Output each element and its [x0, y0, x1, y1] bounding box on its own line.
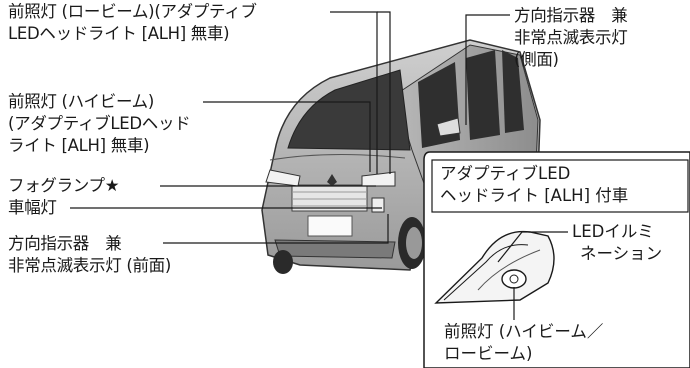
low-beam-label-line2: LEDヘッドライト [ALH] 無車) — [8, 24, 230, 43]
low-beam-label-line1: 前照灯 (ロービーム)(アダプティブ — [8, 2, 257, 21]
side-turn-signal-label-line1: 方向指示器 兼 — [514, 6, 628, 25]
inset-headlamp-label-line2: ロービーム) — [444, 344, 533, 363]
inset-callout — [423, 151, 690, 368]
windshield — [287, 69, 411, 151]
front-turn-signal-label-line1: 方向指示器 兼 — [8, 234, 122, 253]
high-beam-label-line3: ライト [ALH] 無車) — [8, 136, 150, 155]
inset-headlamp-label-line1: 前照灯 (ハイビーム／ — [444, 322, 604, 341]
emblem — [327, 174, 337, 186]
inset-title-line2: ヘッドライト [ALH] 付車 — [440, 186, 629, 205]
high-beam-label-line1: 前照灯 (ハイビーム) — [8, 92, 154, 111]
front-turn-signal-label-line2: 非常点滅表示灯 (前面) — [8, 256, 172, 275]
number-plate — [307, 215, 353, 237]
car-body — [261, 39, 541, 274]
high-beam-label-line2: (アダプティブLEDヘッド — [8, 114, 191, 133]
led-illumination-label-line2: ネーション — [580, 244, 663, 263]
inset-title-line1: アダプティブLED — [440, 164, 571, 183]
position-lamp-label: 車幅灯 — [8, 198, 57, 217]
fog-lamp-label: フォグランプ★ — [8, 176, 120, 195]
side-turn-signal-label-line3: (側面) — [514, 50, 559, 69]
side-turn-signal-label-line2: 非常点滅表示灯 — [514, 28, 628, 47]
led-illumination-label-line1: LEDイルミ — [572, 222, 654, 241]
inset-headlamp — [434, 230, 555, 304]
headlamp-right — [361, 171, 396, 187]
leader-lines — [70, 11, 510, 244]
front-grille — [291, 184, 368, 212]
